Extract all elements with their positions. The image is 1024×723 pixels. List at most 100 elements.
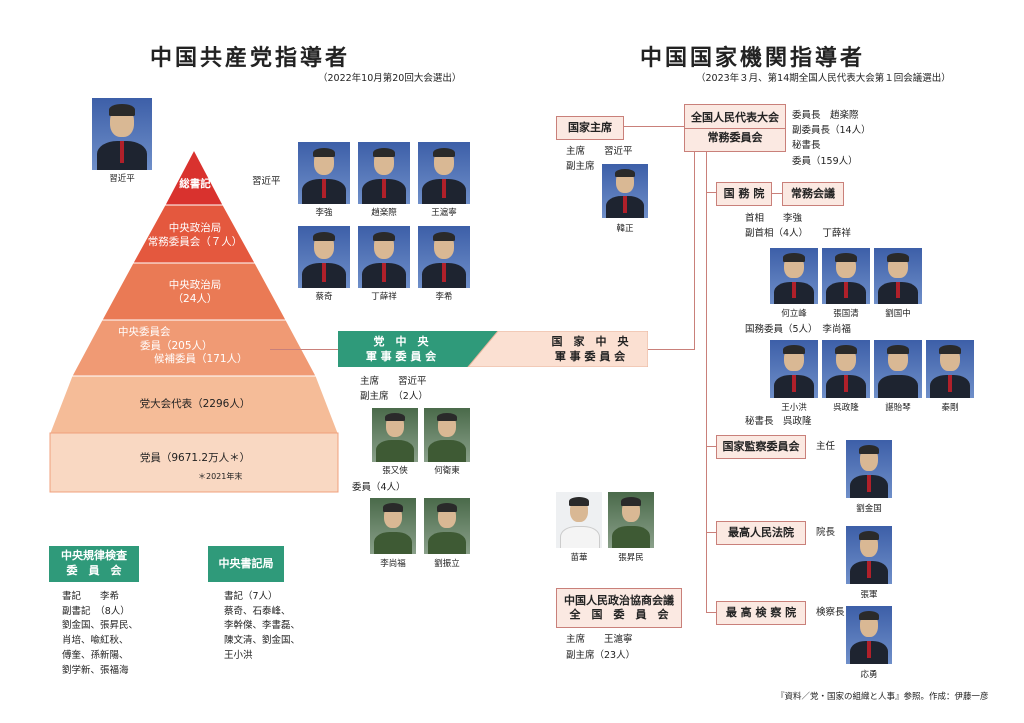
cppcc-label-2: 全 国 委 員 会	[569, 608, 669, 621]
supervision-photo	[846, 440, 892, 498]
vice-premier-name-2: 張国清	[833, 309, 859, 319]
procuratorate-photo	[846, 606, 892, 664]
party-title: 中国共産党指導者	[150, 46, 351, 71]
cmc-chair-row: 主席 習近平	[360, 376, 427, 387]
cmc-members-row: 委員（4人）	[352, 482, 406, 493]
npc-line-2: 副委員長（14人）	[792, 125, 871, 137]
president-box: 国家主席	[556, 116, 624, 140]
cc-label-b: 委員（205人）	[140, 339, 213, 352]
military-photo-1	[556, 492, 602, 548]
state-trunk-line	[706, 150, 707, 612]
secretariat-line-5: 王小洪	[224, 649, 253, 661]
president-vice-label: 副主席	[566, 161, 595, 172]
military-name-2: 張昇民	[618, 553, 644, 563]
premier-name: 李強	[783, 213, 803, 224]
cppcc-label-1: 中国人民政治協商会議	[564, 593, 674, 607]
discipline-label-2: 委 員 会	[66, 564, 122, 577]
discipline-label-1: 中央規律検査	[61, 549, 127, 563]
premier-label: 首相	[745, 213, 765, 224]
state-council-box: 国 務 院	[716, 182, 772, 206]
councilor-name-1: 王小洪	[781, 403, 807, 413]
cmc-vice-row: 副主席 （2人）	[360, 391, 428, 402]
supervision-title: 主任	[816, 441, 836, 452]
source-note: 『資料／党・国家の組織と人事』参照。作成：伊藤一彦	[776, 692, 989, 702]
premier-row: 首相 李強	[745, 213, 802, 224]
npc-line-1: 委員長 趙楽際	[792, 110, 859, 121]
state-cmc-label-1: 国 家 中 央	[551, 335, 629, 348]
xi-caption: 習近平	[109, 174, 135, 184]
cmc-member-photo-2	[424, 498, 470, 554]
psc-name-4: 蔡奇	[315, 292, 333, 302]
procuratorate-name: 応勇	[860, 670, 878, 680]
president-npc-line	[622, 126, 684, 127]
psc-photo-1	[298, 142, 350, 204]
councilor-photo-1	[770, 340, 818, 398]
councilor-label: 国務委員（5人）	[745, 324, 813, 335]
councilor-row: 国務委員（5人） 李尚福	[745, 324, 851, 335]
pyramid-to-cmc-line	[270, 349, 340, 350]
state-cmc-shape	[467, 331, 648, 367]
vice-premier-photo-1	[770, 248, 818, 304]
cmc-vice-label: 副主席	[360, 391, 389, 402]
party-subtitle: （2022年10月第20回大会選出）	[318, 73, 462, 84]
cmc-members-label: 委員	[352, 482, 372, 493]
councilor-photo-3	[874, 340, 922, 398]
trunk-branch-court	[706, 532, 716, 533]
discipline-list: 書記 李希 副書記 （8人） 劉金国、張昇民、 肖培、喩紅秋、 傅奎、孫新陽、 …	[62, 590, 138, 678]
vice-premier-name-3: 劉国中	[885, 309, 911, 319]
cmc-vice-name-1: 張又俠	[382, 466, 408, 476]
npc-down-line	[694, 150, 695, 350]
discipline-line-5: 傅奎、孫新陽、	[62, 649, 129, 661]
pyramid-label-2: 中央政治局 常務委員会（７人）	[120, 222, 270, 249]
cmc-vice-name-2: 何衛東	[434, 466, 460, 476]
president-chair-name: 習近平	[604, 146, 633, 157]
psc-label-a: 中央政治局	[168, 222, 222, 234]
secretary-general: 秘書長 呉政隆	[745, 416, 812, 427]
psc-name-5: 丁薛祥	[371, 292, 397, 302]
cmc-chair-name: 習近平	[398, 376, 427, 387]
npc-box: 全国人民代表大会 常務委員会	[684, 104, 786, 152]
psc-name-1: 李強	[315, 208, 333, 218]
psc-photo-2	[358, 142, 410, 204]
psc-name-3: 王滬寧	[431, 208, 457, 218]
secretariat-line-1: 書記（7人）	[224, 591, 278, 602]
pyramid-label-5: 党大会代表（2296人）	[139, 398, 251, 410]
party-cmc-shape	[338, 331, 498, 367]
state-council-link	[770, 193, 782, 194]
vice-premier-label: 副首相（4人）	[745, 228, 804, 239]
party-cmc-label-1: 党 中 央	[373, 335, 429, 348]
secretariat-list: 書記（7人） 蔡奇、石泰峰、 李幹傑、李書磊、 陳文清、劉金国、 王小洪	[224, 590, 300, 664]
pyramid-label-1: 総書記	[179, 178, 211, 190]
psc-label-b: 常務委員会（７人）	[147, 235, 243, 248]
state-cmc-label: 国 家 中 央 軍 事 委 員 会	[540, 334, 640, 365]
psc-photo-3	[418, 142, 470, 204]
discipline-line-4: 肖培、喩紅秋、	[62, 635, 129, 647]
cmc-members-count: （4人）	[371, 482, 406, 493]
discipline-line-2: 副書記 （8人）	[62, 605, 130, 617]
councilor-name-3: 諶貽琴	[885, 403, 911, 413]
cmc-member-photo-1	[370, 498, 416, 554]
party-pyramid	[49, 150, 339, 493]
cmc-member-name-1: 李尚福	[380, 559, 406, 569]
cppcc-chair-name: 王滬寧	[604, 634, 633, 645]
pyramid-label-4: 中央委員会 委員（205人） 候補委員（171人）	[118, 326, 268, 367]
discipline-line-3: 劉金国、張昇民、	[62, 620, 139, 632]
court-photo	[846, 526, 892, 584]
procuratorate-title: 検察長	[816, 607, 845, 618]
party-cmc-label: 党 中 央 軍 事 委 員 会	[346, 334, 456, 365]
politburo-label-a: 中央政治局	[168, 279, 222, 291]
discipline-commission-box: 中央規律検査 委 員 会	[49, 546, 139, 582]
psc-grid: 李強 趙楽際 王滬寧 蔡奇 丁薛祥 李希	[298, 142, 474, 306]
executive-meeting-box: 常務会議	[782, 182, 844, 206]
cmc-vice-photo-1	[372, 408, 418, 462]
president-chair-label: 主席	[566, 146, 586, 157]
psc-photo-5	[358, 226, 410, 288]
vice-president-photo	[602, 164, 648, 218]
cppcc-box: 中国人民政治協商会議 全 国 委 員 会	[556, 588, 682, 628]
pyramid-label-3: 中央政治局 （24人）	[120, 279, 270, 306]
cmc-vice-count: （2人）	[398, 391, 428, 402]
vice-premier-photo-2	[822, 248, 870, 304]
cmc-member-name-2: 劉振立	[434, 559, 460, 569]
party-member-note: ＊2021年末	[198, 472, 243, 481]
procuratorate-box: 最 高 検 察 院	[716, 601, 806, 625]
